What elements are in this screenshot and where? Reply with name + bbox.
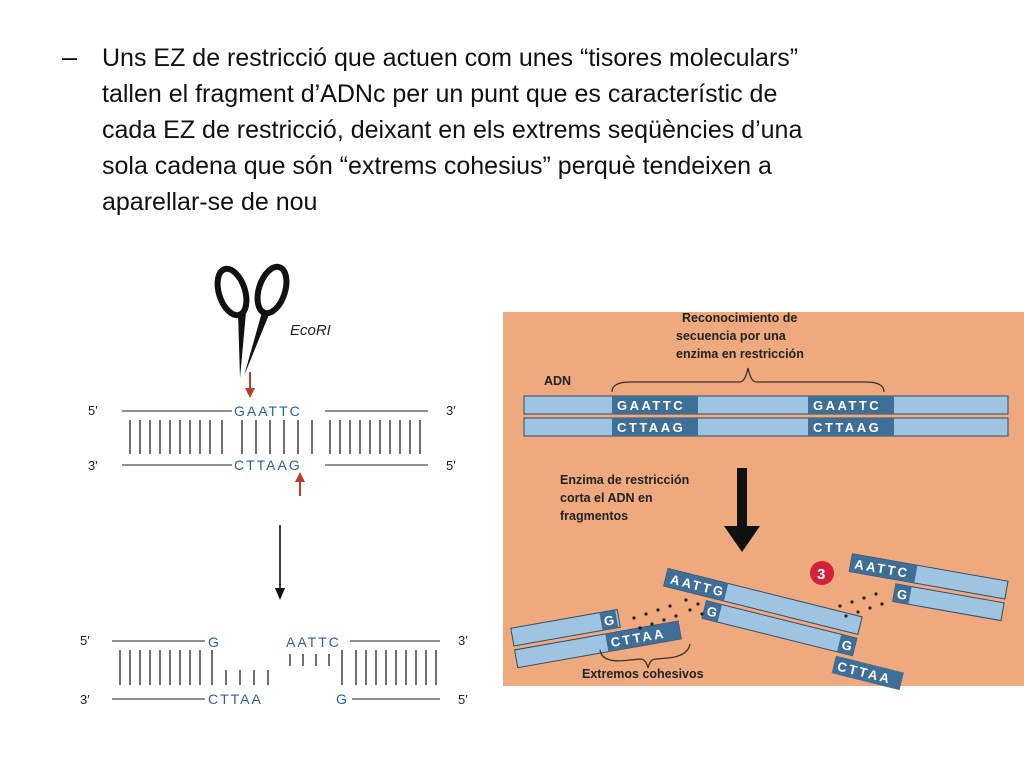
site1-top-box	[612, 396, 698, 414]
top-strand1-3prime: 3′	[446, 403, 456, 418]
cut-label-line-2: corta el ADN en	[560, 491, 653, 505]
strand-top	[523, 395, 1009, 415]
top-strand1-5prime: 5′	[88, 403, 98, 418]
top-strand2-5prime: 5′	[446, 458, 456, 473]
strand-bottom	[523, 417, 1009, 437]
bottom-strand1-3prime: 3′	[458, 633, 468, 648]
recognition-brace	[611, 367, 885, 393]
site2-bottom-box	[808, 418, 894, 436]
bottom-strand1-5prime: 5′	[80, 633, 90, 648]
top-seq-gaattc: GAATTC	[234, 403, 302, 419]
cut-arrow-top	[245, 372, 255, 398]
top-seq-cttaag: CTTAAG	[234, 457, 302, 473]
site1-bottom-seq: CTTAAG	[617, 420, 685, 435]
site1-top-seq: GAATTC	[617, 398, 685, 413]
recognition-line-3: enzima en restricción	[676, 347, 804, 361]
site2-top-seq: GAATTC	[813, 398, 881, 413]
bullet-line-3: cada EZ de restricció, deixant en els ex…	[102, 116, 803, 144]
site2-top-box	[808, 396, 894, 414]
bullet-text: Uns EZ de restricció que actuen com unes…	[102, 40, 992, 220]
frag-mid-g2: G	[840, 637, 856, 655]
adn-label: ADN	[544, 374, 571, 388]
frag-left-g: G	[603, 612, 618, 629]
bullet-line-2: tallen el fragment d’ADNc per un punt qu…	[102, 80, 778, 108]
cut-arrow-bottom	[295, 472, 305, 496]
cut-label-line-3: fragmentos	[560, 509, 628, 523]
recognition-line-1: Reconocimiento de	[682, 311, 797, 325]
base-pairs-top	[129, 420, 421, 454]
bottom-left-top-g: G	[208, 634, 221, 650]
top-strand2-3prime: 3′	[88, 458, 98, 473]
base-pairs-bottom-right	[289, 650, 437, 685]
base-pairs-bottom-left	[119, 650, 269, 685]
down-arrow-icon	[275, 525, 285, 600]
recognition-line-2: secuencia por una	[676, 329, 787, 343]
cut-label-line-1: Enzima de restricción	[560, 473, 689, 487]
big-down-arrow-icon	[724, 468, 760, 552]
enzyme-label: EcoRI	[290, 322, 331, 339]
site2-bottom-seq: CTTAAG	[813, 420, 881, 435]
frag-right-g: G	[896, 586, 911, 603]
cohesive-label: Extremos cohesivos	[582, 667, 704, 681]
bullet-point: – Uns EZ de restricció que actuen com un…	[62, 40, 992, 220]
frag-mid-g: G	[705, 603, 721, 621]
pairing-dots	[632, 592, 884, 630]
bottom-strand2-5prime: 5′	[458, 692, 468, 707]
cohesive-brace	[599, 643, 691, 669]
bullet-dash: –	[62, 42, 78, 72]
bottom-left-cttaa: CTTAA	[208, 691, 263, 707]
bullet-line-1: Uns EZ de restricció que actuen com unes…	[102, 44, 799, 72]
bottom-strand2-3prime: 3′	[80, 692, 90, 707]
svg-text:3: 3	[817, 566, 825, 583]
bottom-right-top-aattc: AATTC	[286, 634, 341, 650]
bullet-line-5: aparellar-se de nou	[102, 188, 318, 216]
bottom-right-g: G	[336, 691, 349, 707]
fragment-right: AATTC G	[848, 553, 1009, 622]
bullet-line-4: sola cadena que són “extrems cohesius” p…	[102, 152, 772, 180]
step-badge: 3	[810, 561, 834, 585]
scissors-icon	[214, 263, 290, 378]
site1-bottom-box	[612, 418, 698, 436]
